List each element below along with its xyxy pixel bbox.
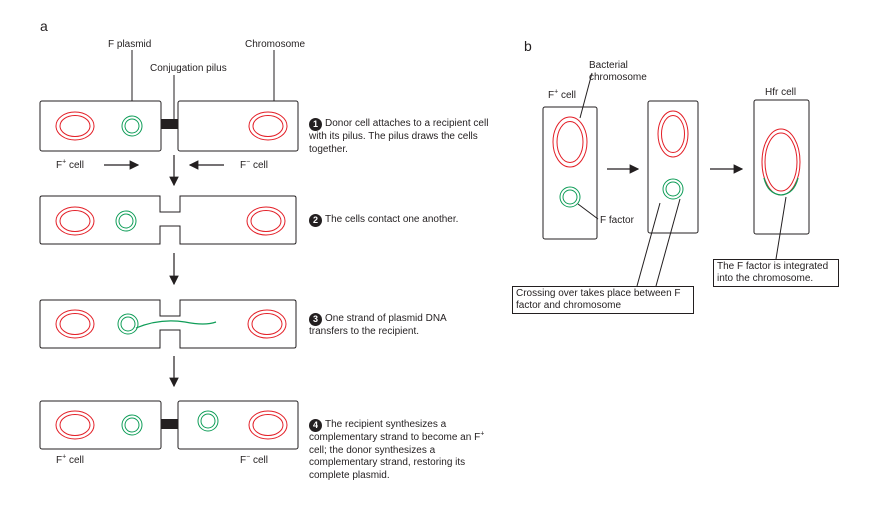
pilus <box>161 119 178 129</box>
bacterial-chromosome-label: Bacterial chromosome <box>589 60 647 83</box>
donor-plasmid <box>121 115 143 137</box>
f-plus-cell-label: F+ cell <box>56 158 84 171</box>
step1-cells <box>39 100 299 152</box>
step3-cells <box>39 299 297 349</box>
step-number: 4 <box>309 419 322 432</box>
f-plus-cell-label-b: F+ cell <box>548 88 576 101</box>
recipient-chromosome <box>248 111 288 141</box>
donor-chromosome <box>55 111 95 141</box>
crossing-over-callout: Crossing over takes place between F fact… <box>512 286 694 314</box>
chromosome-label: Chromosome <box>245 39 306 50</box>
step2-cells <box>39 195 297 245</box>
step-number: 1 <box>309 118 322 131</box>
f-minus-cell-label-bottom: F− cell <box>240 453 268 466</box>
f-plasmid-label: F plasmid <box>108 39 152 50</box>
step4-cells <box>39 400 299 450</box>
step-number: 3 <box>309 313 322 326</box>
f-factor-label: F factor <box>600 215 634 226</box>
transferring-strand <box>135 320 217 329</box>
hfr-cell-label: Hfr cell <box>765 87 797 98</box>
conjugation-pilus-label: Conjugation pilus <box>150 63 227 74</box>
panel-b-cells <box>542 99 810 240</box>
f-plus-cell-label-bottom: F+ cell <box>56 453 84 466</box>
panel-b-label: b <box>524 38 532 54</box>
integrated-callout: The F factor is integrated into the chro… <box>713 259 839 287</box>
step-number: 2 <box>309 214 322 227</box>
panel-a-label: a <box>40 18 48 34</box>
f-minus-cell-label: F− cell <box>240 158 268 171</box>
